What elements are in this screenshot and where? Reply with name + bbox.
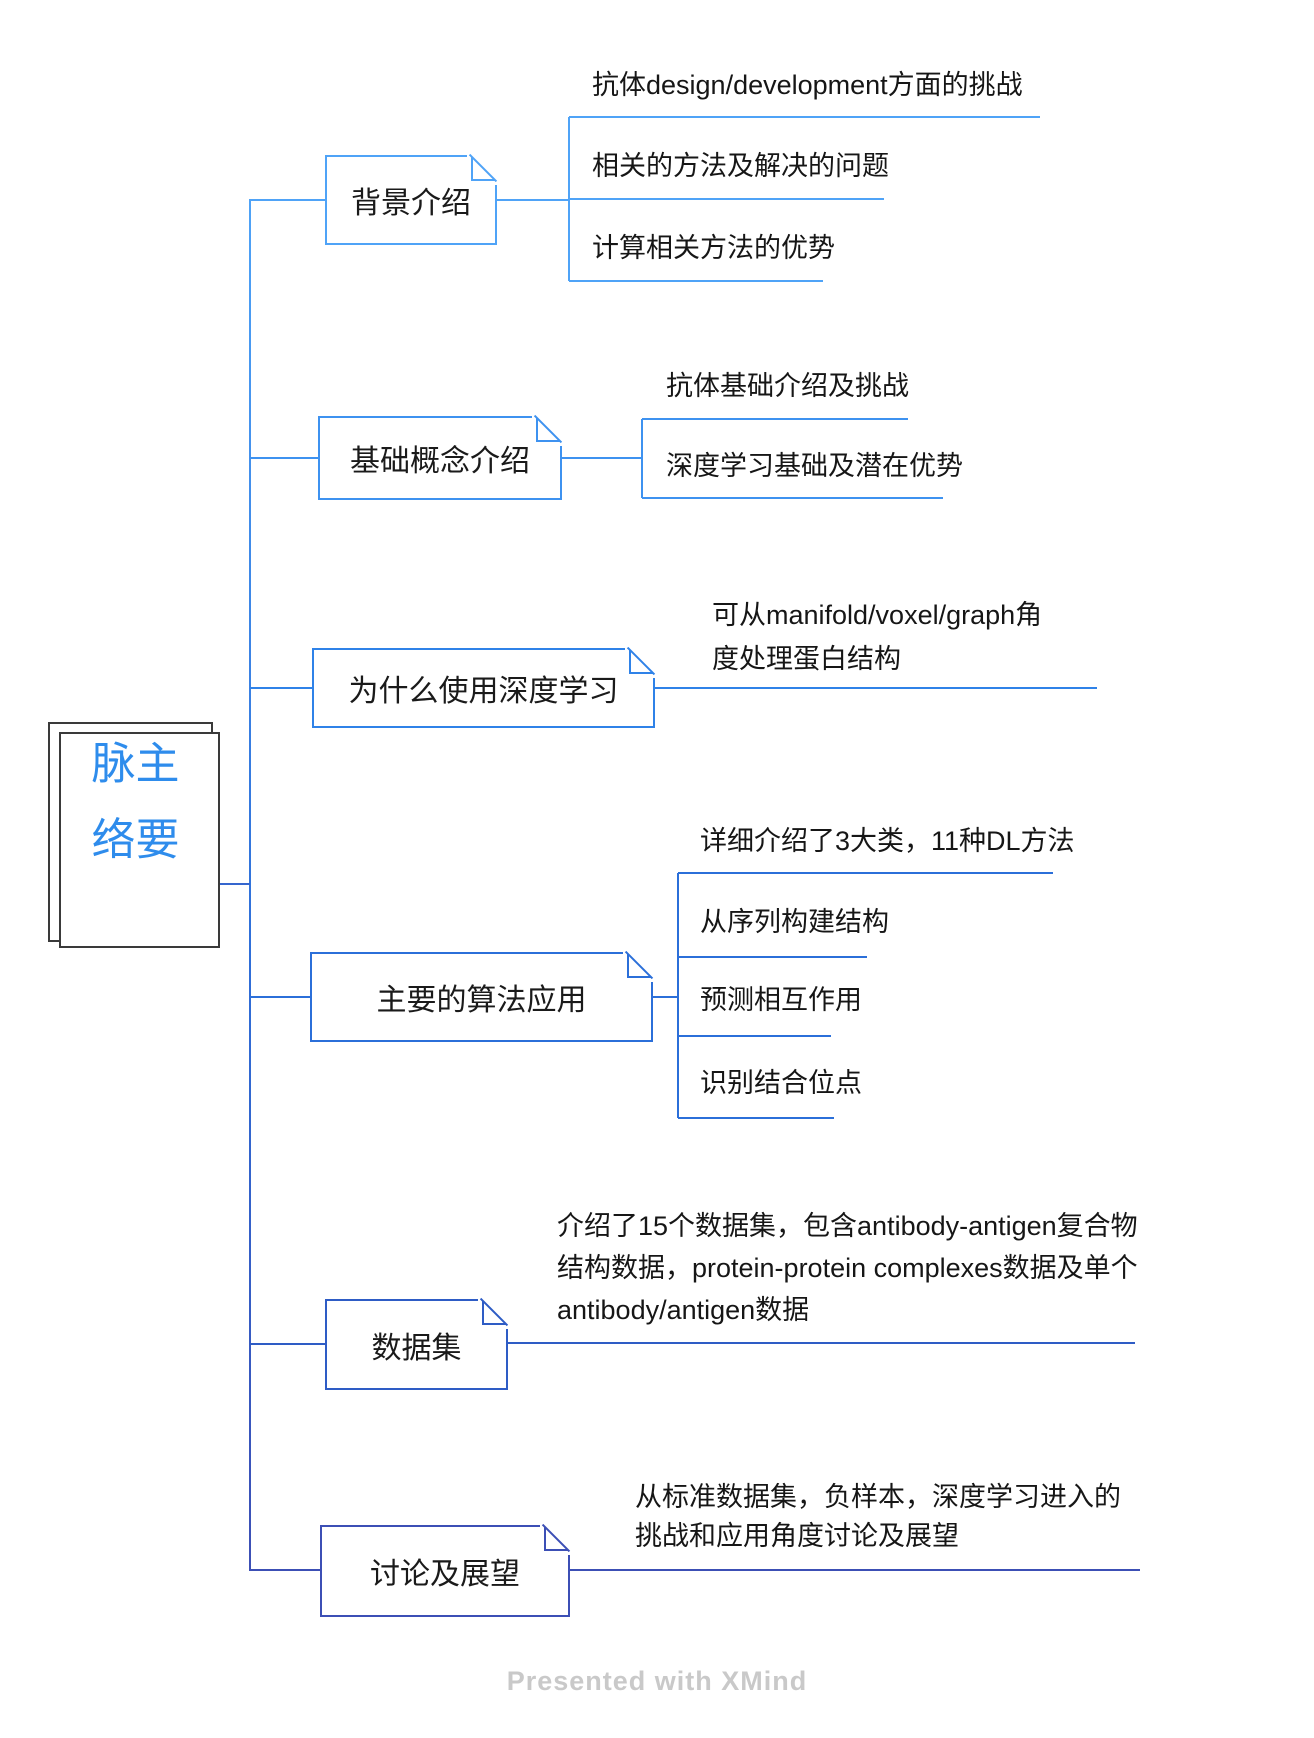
subtopic-predict-interactions[interactable]: 预测相互作用 [700,985,862,1015]
topic-label: 数据集 [371,1331,462,1365]
subtopic-dataset-description[interactable]: 介绍了15个数据集，包含antibody-antigen复合物结构数据，prot… [557,1211,1138,1325]
folded-corner-icon [544,1525,570,1551]
topic-discussion-outlook[interactable]: 讨论及展望 [320,1525,570,1617]
subtopic-manifold-voxel-graph[interactable]: 可从manifold/voxel/graph角度处理蛋白结构 [712,600,1043,674]
subtopic-related-methods[interactable]: 相关的方法及解决的问题 [592,151,889,181]
topic-basic-concepts[interactable]: 基础概念介绍 [318,416,562,500]
topic-label: 基础概念介绍 [350,445,530,478]
folded-corner-icon [536,416,562,442]
topic-label: 讨论及展望 [370,1558,520,1591]
subtopic-dl-method-categories[interactable]: 详细介绍了3大类，11种DL方法 [700,826,1075,856]
topic-main-algorithms[interactable]: 主要的算法应用 [310,952,653,1042]
topic-datasets[interactable]: 数据集 [325,1299,508,1390]
root-topic-label: 主要脉络 [84,739,178,892]
subtopic-discussion-description[interactable]: 从标准数据集，负样本，深度学习进入的挑战和应用角度讨论及展望 [635,1482,1121,1551]
folded-corner-icon [482,1299,508,1325]
subtopic-antibody-design-challenges[interactable]: 抗体design/development方面的挑战 [592,70,1023,100]
topic-label: 为什么使用深度学习 [348,675,619,708]
subtopic-structure-from-sequence[interactable]: 从序列构建结构 [700,907,889,937]
topic-label: 主要的算法应用 [376,984,587,1017]
topic-why-deep-learning[interactable]: 为什么使用深度学习 [312,648,655,728]
subtopic-deep-learning-basics[interactable]: 深度学习基础及潜在优势 [666,451,963,481]
topic-label: 背景介绍 [351,187,471,220]
subtopic-antibody-basics[interactable]: 抗体基础介绍及挑战 [666,371,909,401]
subtopic-computational-advantages[interactable]: 计算相关方法的优势 [592,233,835,263]
xmind-watermark: Presented with XMind [506,1666,808,1696]
root-topic[interactable]: 主要脉络 [48,722,220,948]
folded-corner-icon [471,155,497,181]
subtopic-binding-site-identification[interactable]: 识别结合位点 [700,1068,862,1098]
folded-corner-icon [627,952,653,978]
folded-corner-icon [629,648,655,674]
topic-background-intro[interactable]: 背景介绍 [325,155,497,245]
